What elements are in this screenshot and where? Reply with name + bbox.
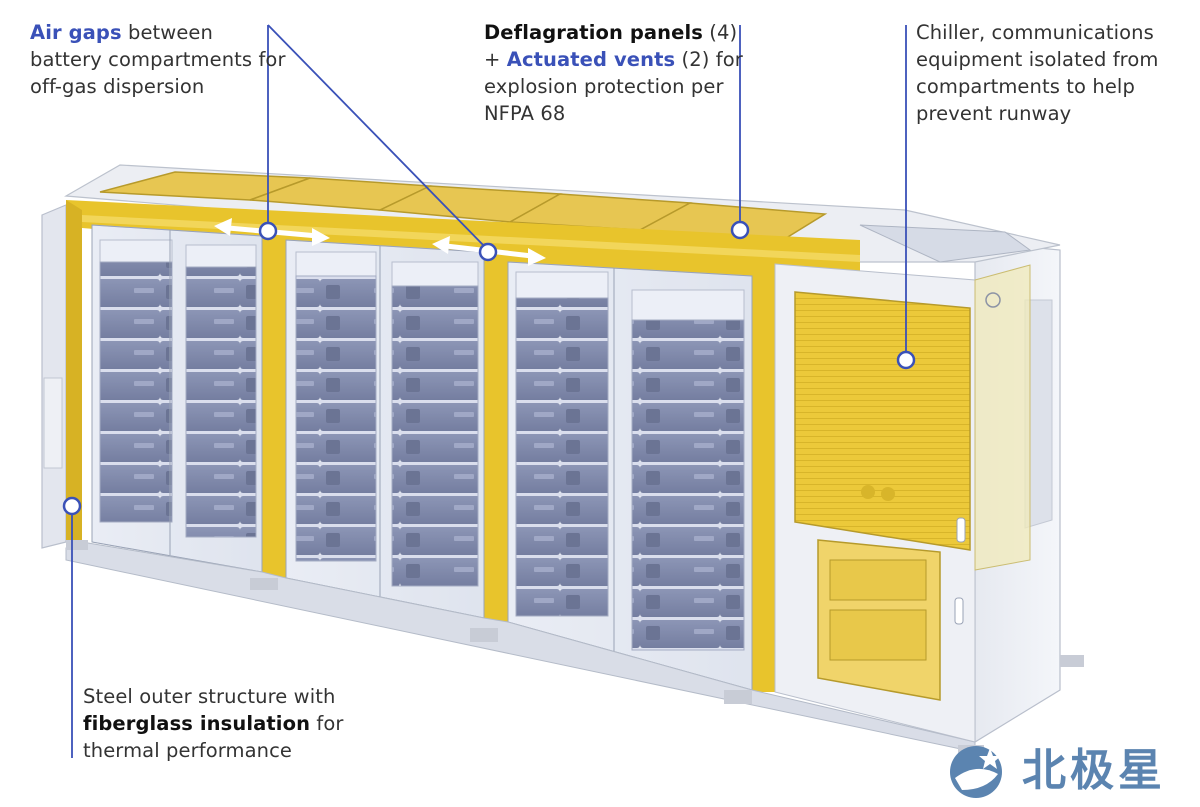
battery-rack-1 [99,239,257,538]
callout-dot-air-gap-2 [478,242,498,262]
callout-dot-deflagration [730,220,750,240]
deflagration-text-1: (4) + [484,21,738,71]
deflagration-highlight: Deflagration panels [484,21,703,44]
container-left-face [41,204,67,549]
container-base [65,540,1084,757]
callout-dots [62,220,916,516]
air-gaps-highlight: Air gaps [30,21,122,44]
chiller-text: Chiller, communications equipment isolat… [916,21,1159,125]
callout-dot-air-gap-1 [258,221,278,241]
callout-dot-steel [62,496,82,516]
deflagration-label: Deflagration panels (4) + Actuated vents… [484,19,754,127]
actuated-vents-highlight: Actuated vents [506,48,676,71]
front-doors [91,224,753,691]
callout-lines [71,24,907,758]
air-gaps-label: Air gaps between battery compartments fo… [30,19,290,100]
chiller-compartment [774,263,1031,743]
battery-rack-2 [295,251,479,587]
steel-structure-label: Steel outer structure with fiberglass in… [83,683,373,764]
callout-dot-chiller [896,350,916,370]
chiller-label: Chiller, communications equipment isolat… [916,19,1186,127]
watermark-text: 北极星 [1022,745,1166,796]
yellow-frame [66,200,860,692]
battery-rack-3 [515,271,745,651]
air-gaps-text: between battery compartments for off-gas… [30,21,286,98]
steel-text-2: for thermal performance [83,712,344,762]
steel-text-1: Steel outer structure with [83,685,336,708]
deflagration-text-2: (2) for explosion protection per NFPA 68 [484,48,743,125]
watermark-logo-icon [950,746,1002,798]
fiberglass-highlight: fiberglass insulation [83,712,311,735]
